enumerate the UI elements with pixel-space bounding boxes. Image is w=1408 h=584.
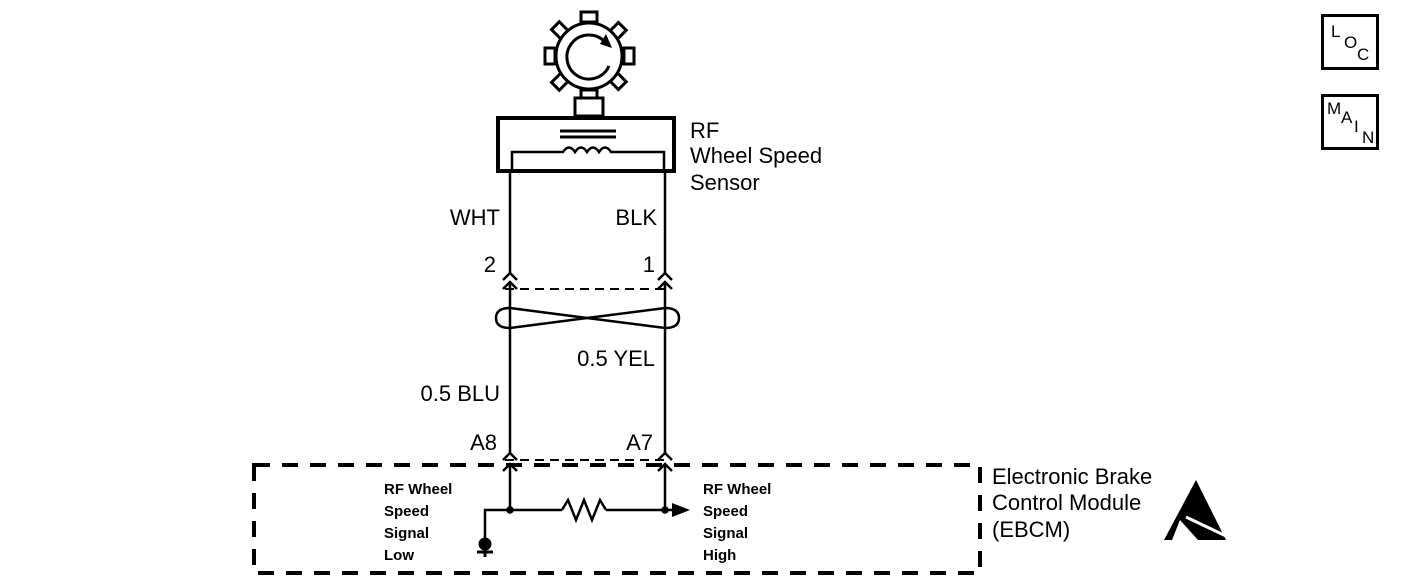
main-letter-a: A [1341, 108, 1353, 127]
main-button[interactable]: M A I N [1321, 94, 1379, 150]
ebcm-internal-circuit [483, 496, 672, 540]
signal-high-line-2: Speed [703, 503, 748, 520]
sensor-pin-2: 2 [484, 252, 496, 277]
ground-icon [477, 537, 493, 557]
signal-low-line-1: RF Wheel [384, 481, 452, 498]
signal-output-arrow-icon [672, 503, 690, 517]
harness-label-blu: 0.5 BLU [421, 381, 501, 406]
signal-high-line-4: High [703, 547, 736, 564]
sensor-label-line-2: Wheel Speed [690, 143, 822, 168]
sensor-label-line-3: Sensor [690, 170, 760, 195]
main-letter-m: M [1327, 99, 1342, 118]
esd-sensitive-icon [1164, 480, 1227, 540]
signal-high-line-3: Signal [703, 525, 748, 542]
sensor-label-line-1: RF [690, 118, 719, 143]
loc-letter-c: C [1357, 45, 1370, 64]
wheel-speed-sensor [496, 116, 676, 173]
signal-high-line-1: RF Wheel [703, 481, 771, 498]
module-label-line-3: (EBCM) [992, 517, 1070, 542]
wire-color-wht: WHT [450, 205, 500, 230]
harness-label-yel: 0.5 YEL [577, 346, 655, 371]
main-letter-i: I [1354, 117, 1359, 136]
main-letter-n: N [1362, 128, 1375, 147]
signal-low-line-4: Low [384, 547, 414, 564]
module-pin-a7: A7 [626, 430, 653, 455]
twisted-pair-icon [494, 306, 681, 330]
wire-color-blk: BLK [615, 205, 657, 230]
wire-a8 [502, 171, 518, 510]
signal-low-line-2: Speed [384, 503, 429, 520]
ebcm-module-outline [252, 463, 982, 575]
loc-letter-l: L [1331, 22, 1341, 41]
loc-letter-o: O [1344, 33, 1358, 52]
signal-low-line-3: Signal [384, 525, 429, 542]
tone-wheel-icon [543, 10, 636, 118]
module-pin-a8: A8 [470, 430, 497, 455]
module-label-line-1: Electronic Brake [992, 464, 1152, 489]
sensor-pin-1: 1 [643, 252, 655, 277]
loc-button[interactable]: L O C [1321, 14, 1379, 70]
wire-a7 [657, 171, 673, 510]
module-label-line-2: Control Module [992, 490, 1141, 515]
